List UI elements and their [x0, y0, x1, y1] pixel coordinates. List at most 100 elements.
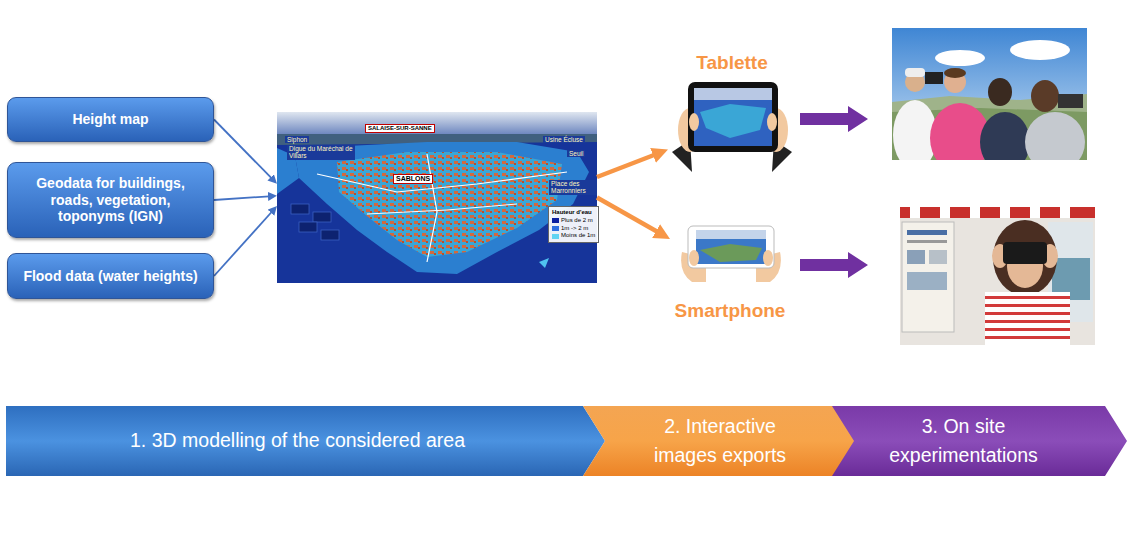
device-label: Smartphone — [675, 300, 786, 322]
photo-vr-use — [900, 207, 1095, 345]
pool — [313, 212, 331, 222]
shirt-stripe — [985, 312, 1070, 315]
north-arrow — [539, 258, 549, 268]
poster-block — [929, 250, 947, 264]
chevron-fill — [832, 406, 1127, 476]
person — [930, 103, 990, 160]
awning — [900, 207, 1095, 218]
cloud — [935, 50, 985, 66]
device-node: Smartphone — [670, 222, 790, 322]
shirt-stripe — [985, 320, 1070, 323]
map-illustration — [277, 112, 597, 283]
awning-stripe — [1060, 207, 1070, 218]
legend-row: Moins de 1m — [552, 232, 595, 240]
block-arrow — [800, 252, 868, 278]
shirt-stripe — [985, 296, 1070, 299]
legend-swatch — [552, 226, 559, 231]
person — [893, 100, 937, 160]
map-view: SALAISE-SUR-SANNE SiphonDigue du Maréchal… — [277, 112, 597, 283]
legend-text: Moins de 1m — [561, 232, 595, 240]
tablet-icon — [672, 82, 792, 172]
cloud — [1010, 40, 1070, 60]
legend-swatch — [552, 218, 559, 223]
poster-block — [907, 272, 947, 290]
flow-arrow — [597, 152, 661, 177]
screen-sky — [694, 88, 772, 100]
phone-screen — [696, 230, 766, 264]
flow-arrow — [214, 196, 273, 200]
map-label: Siphon — [285, 136, 309, 143]
poster-block — [907, 240, 947, 243]
legend-title: Hauteur d'eau — [552, 209, 595, 217]
tablet-body — [688, 82, 778, 152]
screen-land — [700, 104, 766, 138]
vr-headset — [1003, 242, 1047, 264]
shirt — [985, 292, 1070, 345]
shirt-stripe — [985, 336, 1070, 339]
thumb — [689, 113, 699, 131]
chevron-fill — [583, 406, 855, 476]
tablet-screen — [694, 88, 772, 146]
awning-stripe — [970, 207, 980, 218]
flow-arrow — [214, 209, 274, 276]
step-label: 3. On site experimentations — [879, 412, 1049, 471]
sky — [277, 112, 597, 134]
legend-text: 1m -> 2 m — [561, 225, 588, 233]
helmet — [905, 68, 925, 77]
flooded-area — [295, 142, 589, 274]
step-chevron: 3. On site experimentations — [832, 406, 1127, 476]
screen-land — [700, 244, 762, 262]
awning-stripe — [910, 207, 920, 218]
road — [367, 204, 517, 214]
road — [427, 154, 437, 262]
person — [980, 112, 1030, 160]
hair — [1031, 80, 1059, 112]
map-label: Seuil — [567, 150, 585, 157]
person — [1025, 112, 1085, 160]
map-label: SALAISE-SUR-SANNE — [365, 124, 435, 133]
poster-block — [907, 230, 947, 235]
awning-stripe — [1030, 207, 1040, 218]
map-label: SABLONS — [393, 174, 433, 184]
poster — [902, 222, 954, 332]
poster-block — [907, 250, 925, 264]
box-label: Geodata for buildings, roads, vegetation… — [22, 175, 199, 225]
road — [317, 172, 567, 192]
pool — [291, 204, 309, 214]
smartphone-icon — [681, 226, 781, 282]
step-label: 1. 3D modelling of the considered area — [130, 426, 465, 455]
town-buildings — [337, 152, 562, 257]
hair — [993, 220, 1057, 296]
box-label: Height map — [72, 111, 148, 128]
map-label: Place des Marronniers — [549, 180, 597, 195]
thumb — [763, 250, 773, 266]
map-label: Usine Écluse — [543, 136, 585, 143]
legend-text: Plus de 2 m — [561, 217, 593, 225]
step-label: 2. Interactive images exports — [634, 412, 806, 471]
legend-box: Hauteur d'eauPlus de 2 m1m -> 2 mMoins d… — [548, 206, 599, 243]
source-box: Geodata for buildings, roads, vegetation… — [7, 162, 214, 238]
source-box: Height map — [7, 97, 214, 142]
thumb — [767, 113, 777, 131]
step-chevron: 1. 3D modelling of the considered area — [6, 406, 605, 476]
phone-body — [688, 226, 774, 268]
tablet — [1058, 94, 1083, 108]
flow-arrow — [597, 198, 663, 236]
chevron-fill — [6, 406, 605, 476]
thumb — [689, 250, 699, 266]
step-chevron: 2. Interactive images exports — [583, 406, 855, 476]
screen-sky — [696, 230, 766, 239]
box-label: Flood data (water heights) — [23, 268, 197, 285]
water — [277, 112, 597, 283]
pool — [321, 230, 339, 240]
hair — [988, 78, 1012, 106]
legend-row: 1m -> 2 m — [552, 225, 595, 233]
legend-swatch — [552, 234, 559, 239]
flow-arrow — [214, 120, 274, 181]
shirt-stripe — [985, 328, 1070, 331]
map-label: Digue du Maréchal de Villars — [287, 145, 355, 160]
source-box: Flood data (water heights) — [7, 253, 214, 299]
hair — [944, 68, 966, 78]
awning-stripe — [1000, 207, 1010, 218]
